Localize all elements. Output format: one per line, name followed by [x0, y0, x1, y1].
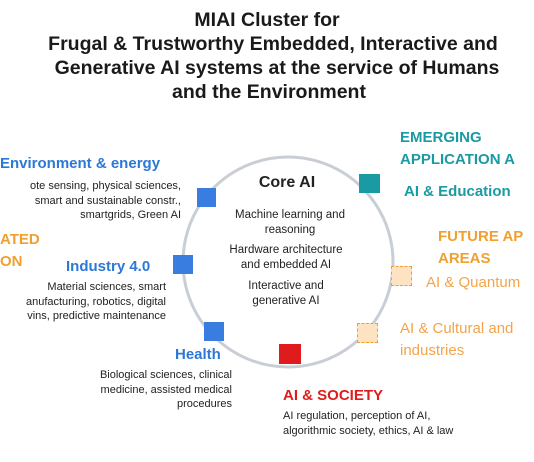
environment-heading: Environment & energy — [0, 155, 161, 172]
future-quantum-label: AI & Quantum — [426, 274, 521, 291]
health-desc-line-1: Biological sciences, clinical — [99, 369, 232, 381]
industry-desc-line-3: vins, predictive maintenance — [27, 310, 166, 322]
industry-desc-line-2: anufacturing, robotics, digital — [25, 295, 166, 308]
title-line-2: Frugal & Trustworthy Embedded, Interacti… — [48, 33, 498, 55]
core-item-interactive: Interactive and generative AI — [216, 279, 356, 309]
core-item-ml-line-2: reasoning — [264, 224, 316, 236]
core-item-hardware: Hardware architecture and embedded AI — [216, 243, 356, 273]
core-item-ml-line-1: Machine learning and — [235, 209, 345, 221]
core-item-interactive-line-1: Interactive and — [248, 280, 324, 292]
health-heading: Health — [175, 346, 221, 363]
health-description: Biological sciences, clinical medicine, … — [100, 368, 232, 412]
core-item-ml: Machine learning and reasoning — [220, 208, 360, 238]
core-ai-title: Core AI — [258, 174, 316, 191]
diagram-title: MIAI Cluster for Frugal & Trustworthy Em… — [0, 8, 534, 104]
environment-description: ote sensing, physical sciences, smart an… — [30, 179, 181, 223]
environment-desc-line-2: smart and sustainable constr., — [34, 194, 181, 207]
industry-desc-line-1: Material sciences, smart — [47, 281, 166, 293]
emerging-node-square — [359, 174, 380, 193]
industry-node-square — [173, 255, 193, 274]
emerging-heading: EMERGING APPLICATION A — [400, 127, 515, 171]
title-line-4: and the Environment — [172, 81, 366, 103]
future-cultural-label: AI & Cultural and industries — [400, 318, 513, 362]
future-cultural-label-line-2: industries — [400, 342, 465, 359]
applied-heading-line-1: ATED — [0, 231, 40, 248]
future-quantum-node-square — [391, 266, 412, 286]
future-heading: FUTURE AP AREAS — [438, 226, 523, 270]
applied-heading-line-2: ON — [0, 253, 23, 270]
future-cultural-label-line-1: AI & Cultural and — [400, 320, 514, 337]
health-desc-line-2: medicine, assisted medical — [100, 383, 232, 396]
applied-heading: ATED ON — [0, 229, 40, 273]
health-node-square — [204, 322, 224, 341]
industry-heading: Industry 4.0 — [66, 258, 151, 275]
future-heading-line-1: FUTURE AP — [438, 228, 524, 245]
emerging-heading-line-2: APPLICATION A — [400, 151, 515, 168]
environment-desc-line-1: ote sensing, physical sciences, — [29, 180, 181, 192]
society-heading: AI & SOCIETY — [283, 387, 384, 404]
environment-desc-line-3: smartgrids, Green AI — [80, 209, 181, 221]
industry-description: Material sciences, smart anufacturing, r… — [26, 280, 166, 324]
core-item-hardware-line-1: Hardware architecture — [229, 244, 343, 256]
future-heading-line-2: AREAS — [438, 250, 491, 267]
emerging-education-label: AI & Education — [404, 183, 511, 200]
core-item-hardware-line-2: and embedded AI — [240, 259, 332, 271]
health-desc-line-3: procedures — [176, 398, 232, 410]
title-line-3: Generative AI systems at the service of … — [54, 57, 500, 79]
title-line-1: MIAI Cluster for — [194, 9, 340, 31]
environment-node-square — [197, 188, 216, 207]
society-desc-line-2: algorithmic society, ethics, AI & law — [283, 424, 454, 437]
core-item-interactive-line-2: generative AI — [252, 295, 320, 307]
emerging-heading-line-1: EMERGING — [400, 129, 482, 146]
future-cultural-node-square — [357, 323, 378, 343]
society-desc-line-1: AI regulation, perception of AI, — [283, 410, 431, 422]
society-description: AI regulation, perception of AI, algorit… — [283, 409, 453, 438]
society-node-square — [279, 344, 301, 364]
